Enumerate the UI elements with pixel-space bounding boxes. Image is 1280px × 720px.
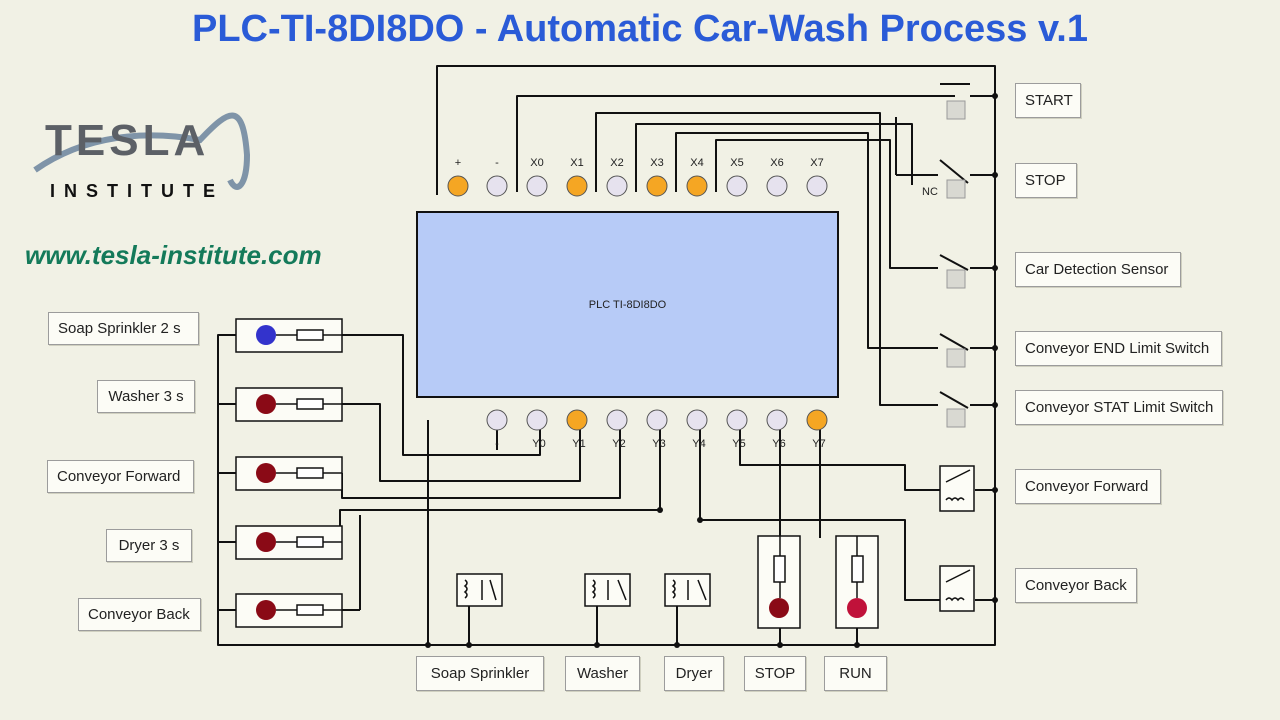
label-run-lamp: RUN xyxy=(824,656,887,691)
label-washer-indicator: Washer 3 s xyxy=(97,380,195,413)
label-start: START xyxy=(1015,83,1081,118)
pin-label: X1 xyxy=(570,157,583,169)
soap-relay xyxy=(456,573,503,607)
stat-limit-contact xyxy=(939,391,969,409)
led-conveyor-forward xyxy=(256,463,276,483)
terminal-y3 xyxy=(646,409,668,431)
label-dryer-indicator: Dryer 3 s xyxy=(106,529,192,562)
end-limit-pushbutton[interactable] xyxy=(946,348,966,368)
terminal-y1 xyxy=(566,409,588,431)
pin-label: Y3 xyxy=(652,438,665,450)
pin-label: + xyxy=(455,157,461,169)
pin-label: Y6 xyxy=(772,438,785,450)
stop-switch-contact xyxy=(939,159,969,184)
label-conveyor-end-limit: Conveyor END Limit Switch xyxy=(1015,331,1222,366)
pin-label: Y5 xyxy=(732,438,745,450)
tesla-logo: TESLA INSTITUTE xyxy=(33,112,251,201)
terminal-x1 xyxy=(566,175,588,197)
led-conveyor-back xyxy=(256,600,276,620)
pin-label: X6 xyxy=(770,157,783,169)
terminal-y0 xyxy=(526,409,548,431)
run-lamp xyxy=(847,598,867,618)
sensor-pushbutton[interactable] xyxy=(946,269,966,289)
terminal-x6 xyxy=(766,175,788,197)
page-title: PLC-TI-8DI8DO - Automatic Car-Wash Proce… xyxy=(191,8,1088,50)
conveyor-back-relay xyxy=(939,565,975,612)
stat-limit-pushbutton[interactable] xyxy=(946,408,966,428)
label-car-detection-sensor: Car Detection Sensor xyxy=(1015,252,1181,287)
terminal-x7 xyxy=(806,175,828,197)
terminal-plus xyxy=(447,175,469,197)
relay-coils xyxy=(456,465,975,629)
start-pushbutton[interactable] xyxy=(946,100,966,120)
label-stop: STOP xyxy=(1015,163,1077,198)
pin-label: Y2 xyxy=(612,438,625,450)
label-conveyor-back-relay: Conveyor Back xyxy=(1015,568,1137,603)
pin-label: Y4 xyxy=(692,438,705,450)
led-washer xyxy=(256,394,276,414)
pin-label: Y0 xyxy=(532,438,545,450)
label-dryer: Dryer xyxy=(664,656,724,691)
label-washer: Washer xyxy=(565,656,640,691)
led-dryer xyxy=(256,532,276,552)
pin-label: - xyxy=(495,157,499,169)
label-soap-sprinkler-indicator: Soap Sprinkler 2 s xyxy=(48,312,199,345)
label-conveyor-forward-relay: Conveyor Forward xyxy=(1015,469,1161,504)
pin-label: X4 xyxy=(690,157,703,169)
terminal-y7 xyxy=(806,409,828,431)
pin-label: X3 xyxy=(650,157,663,169)
pin-label: Y7 xyxy=(812,438,825,450)
stop-lamp xyxy=(769,598,789,618)
conveyor-forward-relay xyxy=(939,465,975,512)
label-conveyor-forward-indicator: Conveyor Forward xyxy=(47,460,194,493)
terminal-x4 xyxy=(686,175,708,197)
label-stop-lamp: STOP xyxy=(744,656,806,691)
terminal-x5 xyxy=(726,175,748,197)
pin-label: X7 xyxy=(810,157,823,169)
pin-label: X0 xyxy=(530,157,543,169)
output-terminal-row: - Y0 Y1 Y2 Y3 Y4 Y5 Y6 Y7 xyxy=(486,409,828,450)
end-limit-contact xyxy=(939,333,969,351)
logo-name: TESLA xyxy=(45,116,209,165)
pin-label: X5 xyxy=(730,157,743,169)
pin-label: - xyxy=(495,438,499,450)
pin-label: X2 xyxy=(610,157,623,169)
plc-label: PLC TI-8DI8DO xyxy=(588,298,667,311)
terminal-x3 xyxy=(646,175,668,197)
pin-label: Y1 xyxy=(572,438,585,450)
terminal-y6 xyxy=(766,409,788,431)
terminal-y4 xyxy=(686,409,708,431)
terminal-out-minus xyxy=(486,409,508,431)
sensor-contact xyxy=(939,254,969,271)
led-soap xyxy=(256,325,276,345)
label-conveyor-back-indicator: Conveyor Back xyxy=(78,598,201,631)
terminal-x0 xyxy=(526,175,548,197)
nc-label: NC xyxy=(922,186,938,198)
input-terminal-row: + - X0 X1 X2 X3 X4 X5 X6 X7 xyxy=(447,157,828,197)
plc-module: PLC TI-8DI8DO xyxy=(416,211,839,398)
terminal-y2 xyxy=(606,409,628,431)
indicator-modules xyxy=(235,318,343,628)
logo-sub: INSTITUTE xyxy=(50,181,224,201)
stop-pushbutton[interactable] xyxy=(946,179,966,199)
terminal-x2 xyxy=(606,175,628,197)
label-conveyor-stat-limit: Conveyor STAT Limit Switch xyxy=(1015,390,1223,425)
label-soap-sprinkler: Soap Sprinkler xyxy=(416,656,544,691)
website-url[interactable]: www.tesla-institute.com xyxy=(25,240,322,270)
terminal-y5 xyxy=(726,409,748,431)
terminal-minus xyxy=(486,175,508,197)
